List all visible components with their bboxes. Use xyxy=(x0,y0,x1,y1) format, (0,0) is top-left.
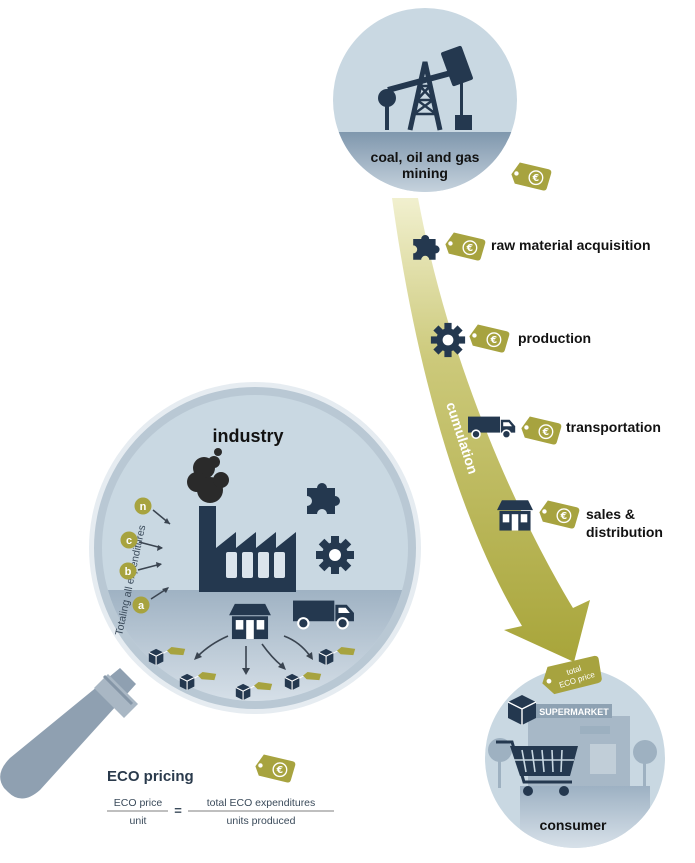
formula-equals: = xyxy=(174,803,182,818)
input-c: c xyxy=(120,531,163,551)
price-tag-icon xyxy=(468,323,511,354)
price-tag-icon xyxy=(510,161,553,192)
input-b-label: b xyxy=(125,566,132,578)
consumer-circle: SUPERMARKET total ECO price xyxy=(485,655,665,848)
price-tag-icon xyxy=(538,499,581,530)
oil-pump-icon xyxy=(378,45,473,131)
truck-icon xyxy=(467,415,517,440)
formula-left-numerator: ECO price xyxy=(114,797,163,809)
step-raw-material-label: raw material acquisition xyxy=(491,237,651,253)
distribution-arrowheads xyxy=(194,652,313,675)
gear-icon xyxy=(316,536,354,574)
smoke xyxy=(187,448,229,503)
supermarket-sign: SUPERMARKET xyxy=(539,707,609,717)
price-tag-icon xyxy=(444,231,487,262)
step-sales-label-line1: sales & xyxy=(586,506,635,522)
box-icon xyxy=(507,695,537,725)
input-list: n c b a xyxy=(119,497,171,614)
formula-right-numerator: total ECO expenditures xyxy=(207,797,316,809)
input-a: a xyxy=(132,587,169,614)
consumer-label: consumer xyxy=(540,817,607,833)
formula-left-denominator: unit xyxy=(130,815,147,827)
input-b: b xyxy=(119,562,162,580)
eco-pricing-formula: ECO pricing ECO price unit = total ECO e… xyxy=(107,753,334,827)
gear-icon xyxy=(430,322,466,358)
step-production: production xyxy=(430,322,591,358)
price-tag-icon: total ECO price xyxy=(542,655,602,695)
shop-icon xyxy=(229,603,271,640)
price-tag-icon xyxy=(254,753,297,784)
step-transportation: transportation xyxy=(467,415,661,446)
step-transportation-label: transportation xyxy=(566,419,661,435)
mining-label-line1: coal, oil and gas xyxy=(371,149,480,165)
step-sales-label-line2: distribution xyxy=(586,524,663,540)
shopping-cart-icon xyxy=(496,740,578,796)
step-sales: sales & distribution xyxy=(497,499,663,540)
step-production-label: production xyxy=(518,330,591,346)
input-n: n xyxy=(134,497,171,525)
mining-label-line2: mining xyxy=(402,165,448,181)
formula-title: ECO pricing xyxy=(107,768,194,785)
distribution-arrows xyxy=(197,635,311,670)
mining-circle: coal, oil and gas mining xyxy=(333,8,517,192)
factory-icon xyxy=(187,448,296,592)
industry-title: industry xyxy=(212,426,283,446)
shop-icon xyxy=(497,500,533,531)
input-n-label: n xyxy=(140,501,147,513)
input-c-label: c xyxy=(126,535,132,547)
step-raw-material: raw material acquisition xyxy=(413,231,651,262)
input-a-label: a xyxy=(138,600,145,612)
price-tag-icon xyxy=(520,415,563,446)
formula-right-denominator: units produced xyxy=(227,815,296,827)
